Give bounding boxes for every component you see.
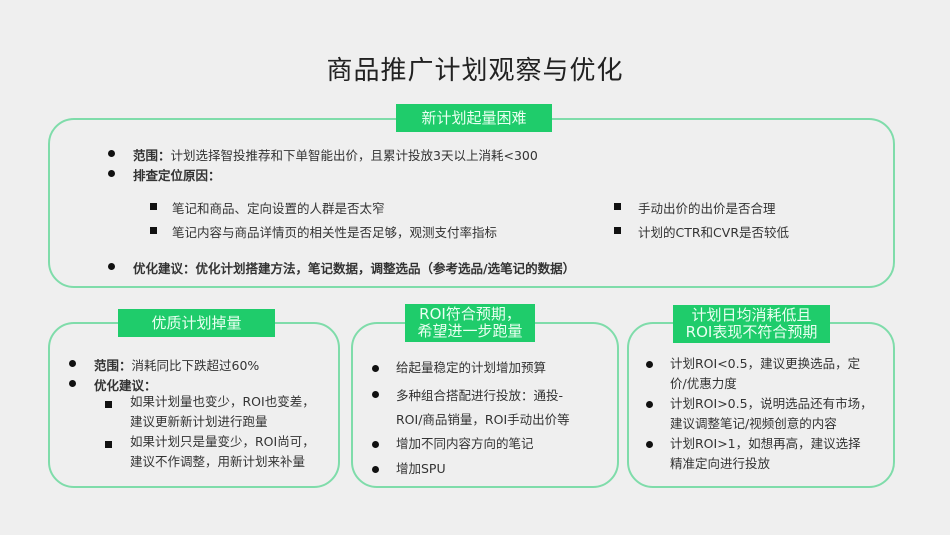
bullet-icon [646,441,653,448]
panel-label-low-spend: 计划日均消耗低且 ROI表现不符合预期 [673,305,830,343]
bullet-icon [108,150,115,157]
label-line: 希望进一步跑量 [417,322,523,340]
sub-item-line: 建议不作调整，用新计划来补量 [130,454,306,469]
list-item-line: 价/优惠力度 [670,376,737,391]
square-bullet-icon [150,203,157,210]
sub-item-line: 如果计划只是量变少，ROI尚可， [130,434,315,449]
suggest-text: 优化计划搭建方法，笔记数据，调整选品（参考选品/选笔记的数据） [195,261,576,276]
list-item: 给起量稳定的计划增加预算 [396,360,547,375]
list-item-line: ROI/商品销量，ROI手动出价等 [396,412,570,427]
label-line: 计划日均消耗低且 [691,306,812,324]
list-item-line: 建议调整笔记/视频创意的内容 [670,416,837,431]
sub-item: 如果计划量也变少，ROI也变差， 建议更新新计划进行跑量 [130,392,315,432]
label-line: ROI符合预期， [419,305,521,323]
list-item: 增加SPU [396,461,446,476]
bullet-icon [646,401,653,408]
suggest-row: 优化建议：优化计划搭建方法，笔记数据，调整选品（参考选品/选笔记的数据） [133,258,575,277]
bullet-icon [372,466,379,473]
list-item: 计划ROI<0.5，建议更换选品，定 价/优惠力度 [670,354,860,394]
bullet-icon [108,170,115,177]
panel-label-new-plan: 新计划起量困难 [396,104,552,132]
sub-item: 如果计划只是量变少，ROI尚可， 建议不作调整，用新计划来补量 [130,432,315,472]
square-bullet-icon [105,401,112,408]
bullet-icon [372,391,379,398]
bullet-icon [108,263,115,270]
bullet-icon [69,360,76,367]
sub-item-line: 建议更新新计划进行跑量 [130,414,268,429]
list-item-line: 计划ROI<0.5，建议更换选品，定 [670,356,861,371]
square-bullet-icon [150,227,157,234]
list-item: 计划ROI>0.5，说明选品还有市场， 建议调整笔记/视频创意的内容 [670,394,873,434]
suggest-label: 优化建议： [94,378,157,393]
scope-text: 计划选择智投推荐和下单智能出价，且累计投放3天以上消耗<300 [170,148,538,163]
cause-item: 计划的CTR和CVR是否较低 [638,225,790,240]
list-item-line: 多种组合搭配进行投放：通投- [396,388,564,403]
scope-row: 范围：计划选择智投推荐和下单智能出价，且累计投放3天以上消耗<300 [133,145,538,164]
bullet-icon [372,441,379,448]
scope-label: 范围： [133,148,171,163]
list-item: 增加不同内容方向的笔记 [396,436,534,451]
panel-label-quality-drop: 优质计划掉量 [118,309,275,337]
suggest-label: 优化建议： [133,261,196,276]
square-bullet-icon [614,203,621,210]
panel-label-roi-expected: ROI符合预期， 希望进一步跑量 [405,304,535,342]
list-item: 计划ROI>1，如想再高，建议选择 精准定向进行投放 [670,434,861,474]
cause-label: 排查定位原因： [133,168,221,183]
page-title: 商品推广计划观察与优化 [326,56,624,86]
sub-item-line: 如果计划量也变少，ROI也变差， [130,394,315,409]
cause-item: 手动出价的出价是否合理 [638,201,776,216]
scope-label: 范围： [94,358,132,373]
bullet-icon [372,365,379,372]
list-item-line: 计划ROI>1，如想再高，建议选择 [670,436,861,451]
label-line: ROI表现不符合预期 [685,323,818,341]
bullet-icon [646,361,653,368]
square-bullet-icon [105,441,112,448]
square-bullet-icon [614,227,621,234]
list-item-line: 计划ROI>0.5，说明选品还有市场， [670,396,873,411]
list-item-line: 精准定向进行投放 [670,456,771,471]
bullet-icon [69,380,76,387]
list-item: 多种组合搭配进行投放：通投- ROI/商品销量，ROI手动出价等 [396,384,570,432]
cause-item: 笔记和商品、定向设置的人群是否太窄 [172,201,385,216]
cause-item: 笔记内容与商品详情页的相关性是否足够，观测支付率指标 [172,225,498,240]
scope-row: 范围：消耗同比下跌超过60% [94,355,259,374]
scope-text: 消耗同比下跌超过60% [131,358,260,373]
